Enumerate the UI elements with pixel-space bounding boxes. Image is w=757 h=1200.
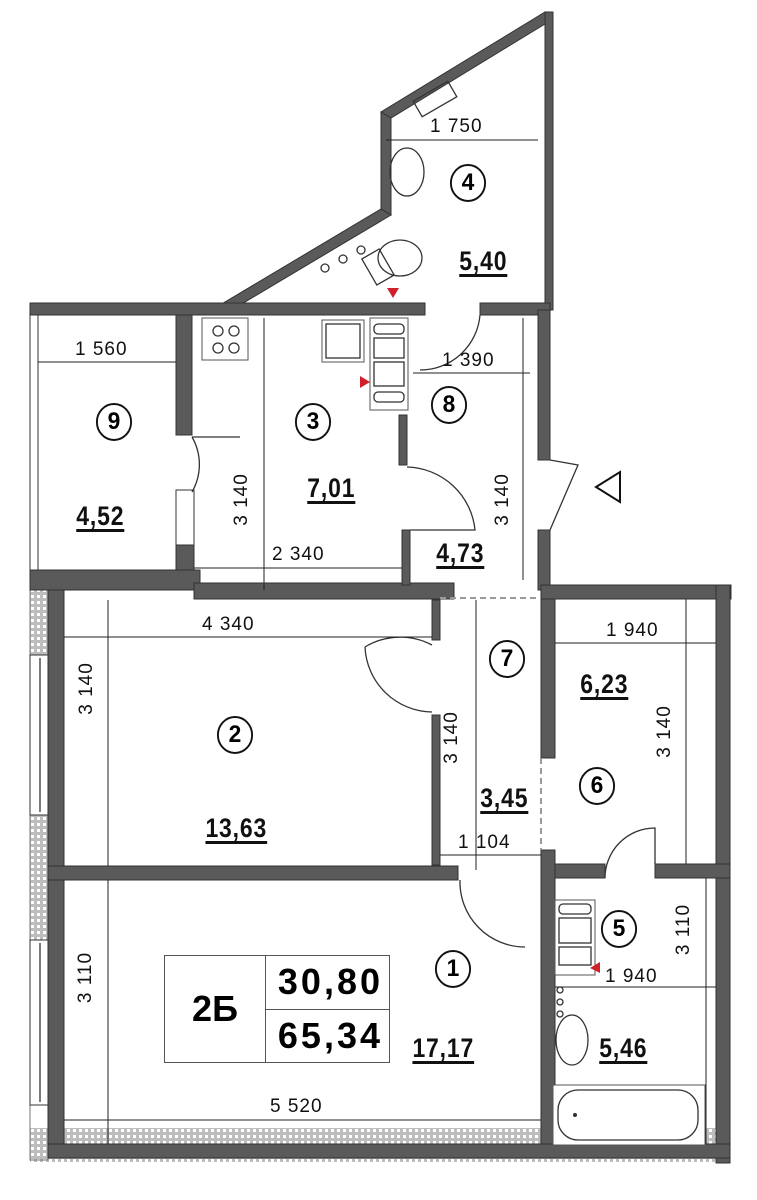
room-number-5: 5 <box>600 910 638 948</box>
room-number-2: 2 <box>216 716 254 754</box>
room-number-8: 8 <box>430 386 468 424</box>
dimension-1940-bath: 1 940 <box>605 966 658 987</box>
room-area-7: 3,45 <box>480 783 529 813</box>
room-area-2: 13,63 <box>205 813 268 843</box>
dimension-3140-hall: 3 140 <box>491 473 513 526</box>
room-area-3: 7,01 <box>307 473 356 503</box>
room-number-3: 3 <box>294 403 332 441</box>
doors <box>191 314 656 948</box>
room-area-9: 4,52 <box>76 501 125 531</box>
room-area-6: 6,23 <box>580 669 629 699</box>
entrance-arrow-icon <box>594 470 621 504</box>
dimension-4340: 4 340 <box>202 614 255 635</box>
dimension-1750: 1 750 <box>430 116 483 137</box>
dimension-3110-bath: 3 110 <box>673 903 695 956</box>
dimension-1104: 1 104 <box>458 832 511 853</box>
apartment-type: 2Б <box>165 956 266 1062</box>
dimension-5520: 5 520 <box>270 1096 323 1117</box>
dimension-1390: 1 390 <box>442 350 495 371</box>
dimension-lines <box>38 139 716 1144</box>
room-area-5: 5,46 <box>599 1033 648 1063</box>
room-area-4: 5,40 <box>459 246 508 276</box>
apartment-summary-box: 2Б 30,80 65,34 <box>164 955 390 1063</box>
total-area: 65,34 <box>266 1008 389 1063</box>
room-number-1: 1 <box>434 950 472 988</box>
dimension-3140-corridor: 3 140 <box>440 711 462 764</box>
room-area-1: 17,17 <box>412 1033 475 1063</box>
dimension-3140-kitchen: 3 140 <box>230 473 252 526</box>
dimension-1940-top: 1 940 <box>606 620 659 641</box>
dimension-2340: 2 340 <box>272 544 325 565</box>
windows <box>29 489 195 1106</box>
dimension-3140-room2: 3 140 <box>75 662 97 715</box>
fixtures <box>201 80 706 1146</box>
red-markers <box>360 288 600 973</box>
room-number-7: 7 <box>488 640 526 678</box>
dimension-3140-room6: 3 140 <box>653 705 675 758</box>
room-number-6: 6 <box>578 767 616 805</box>
room-number-9: 9 <box>95 403 133 441</box>
area-values: 30,80 65,34 <box>266 956 389 1062</box>
room-number-4: 4 <box>449 164 487 202</box>
room-area-8: 4,73 <box>436 538 485 568</box>
living-area: 30,80 <box>277 961 383 1003</box>
walls <box>29 11 732 1164</box>
dimension-3110-room1: 3 110 <box>75 951 97 1004</box>
dimension-1560: 1 560 <box>75 339 128 360</box>
